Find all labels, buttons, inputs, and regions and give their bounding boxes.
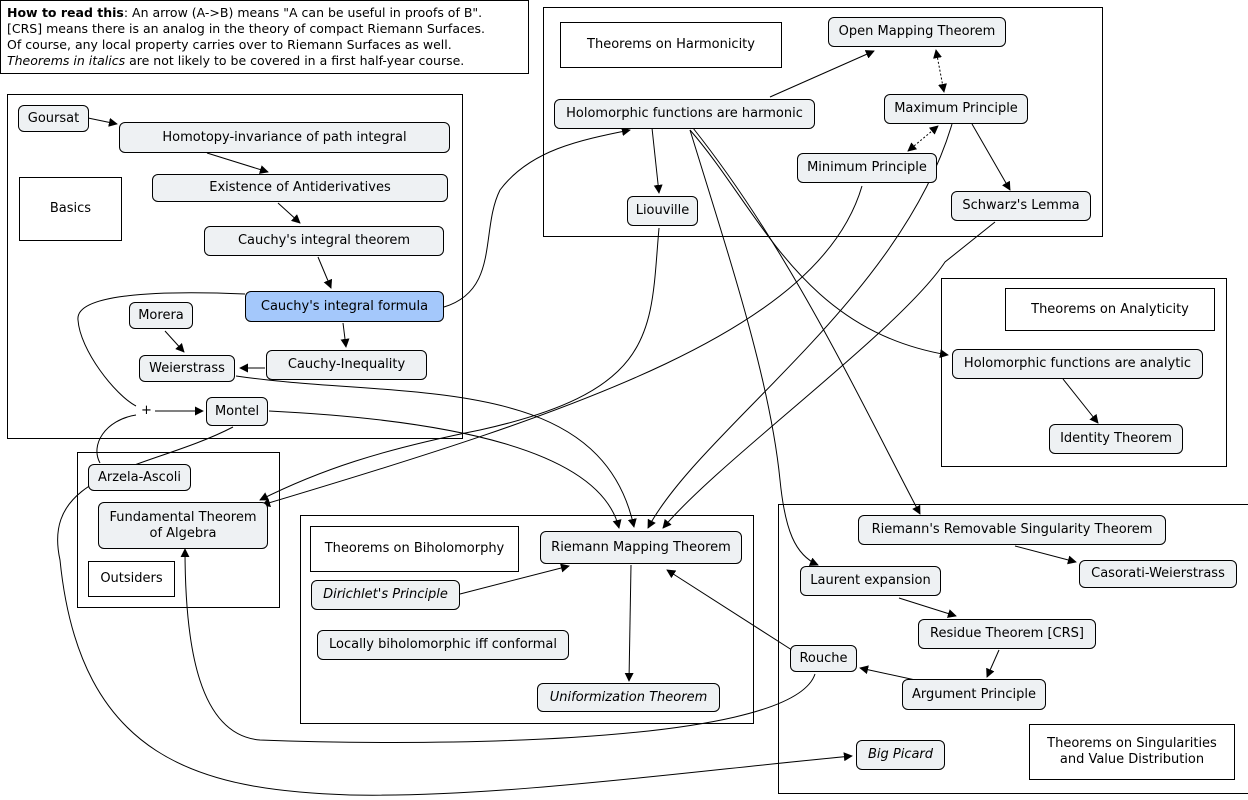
edge-dirichlet-riemannmapping [459,563,570,595]
group-outsiders [77,452,280,608]
node-liouville[interactable]: Liouville [627,196,698,226]
node-cauchy-theorem[interactable]: Cauchy's integral theorem [204,226,444,256]
edge-residue-argument [986,649,1000,678]
edge-minimum-maximum [907,125,939,152]
edge-formula-harmonic [443,127,631,308]
group-label-outsiders: Outsiders [88,561,175,597]
edge-rouche-fta [180,548,816,743]
node-fta[interactable]: Fundamental Theorem of Algebra [98,502,268,549]
edge-homotopy-antiderivatives [206,152,269,174]
edge-cauchyformula-inequality [340,322,350,348]
legend-line2: [CRS] means there is an analog in the th… [7,21,486,36]
node-cauchy-formula[interactable]: Cauchy's integral formula [245,291,444,322]
node-casorati-weierstrass[interactable]: Casorati-Weierstrass [1079,560,1237,588]
edge-arzela-plus [96,414,137,464]
node-open-mapping[interactable]: Open Mapping Theorem [828,17,1006,47]
edge-minimum-fta [261,185,863,507]
edge-riemannmapping-uniformization [624,564,634,682]
edge-rouche-riemannmapping [666,569,796,653]
edge-argument-rouche [859,665,921,682]
edge-harmonic-liouville [651,127,663,194]
node-identity-theorem[interactable]: Identity Theorem [1049,424,1183,454]
edge-antiderivatives-cauchytheorem [277,202,301,224]
node-laurent-expansion[interactable]: Laurent expansion [800,566,941,596]
group-label-singularities: Theorems on Singularities and Value Dist… [1029,724,1235,780]
edge-openmapping-maximum [933,49,947,93]
node-arzela-ascoli[interactable]: Arzela-Ascoli [88,464,191,491]
group-harmonicity [543,7,1103,237]
node-homotopy[interactable]: Homotopy-invariance of path integral [119,122,450,153]
edge-morera-weierstrass [164,330,185,353]
group-singularities [778,504,1248,794]
edge-harmonic-removable [692,127,921,515]
group-label-biholomorphy: Theorems on Biholomorphy [310,526,519,572]
edge-removable-casorati [1014,545,1077,565]
node-morera[interactable]: Morera [129,302,193,329]
edge-laurent-residue [898,597,957,618]
node-dirichlet[interactable]: Dirichlet's Principle [311,580,460,610]
legend: How to read this: An arrow (A->B) means … [0,0,529,74]
group-label-harmonicity: Theorems on Harmonicity [560,22,782,68]
edge-weierstrass-riemannmapping [235,375,637,528]
node-maximum-principle[interactable]: Maximum Principle [884,94,1028,124]
edge-analytic-identity [1062,378,1099,424]
edge-harmonic-analytic [689,129,949,359]
node-holo-harmonic[interactable]: Holomorphic functions are harmonic [554,99,815,129]
node-locally-biholomorphic[interactable]: Locally biholomorphic iff conformal [317,630,569,660]
node-rouche[interactable]: Rouche [790,645,857,672]
group-basics [7,94,463,439]
node-residue-theorem[interactable]: Residue Theorem [CRS] [918,619,1096,649]
node-riemann-mapping[interactable]: Riemann Mapping Theorem [540,531,742,564]
node-goursat[interactable]: Goursat [18,105,89,132]
node-cauchy-inequality[interactable]: Cauchy-Inequality [266,350,427,380]
legend-line3: Of course, any local property carries ov… [7,37,452,52]
edge-harmonic-openmapping [769,50,875,98]
node-montel[interactable]: Montel [206,397,268,426]
legend-line1: : An arrow (A->B) means "A can be useful… [123,5,483,20]
edge-goursat-homotopy [87,117,118,127]
legend-title: How to read this [7,5,124,20]
node-minimum-principle[interactable]: Minimum Principle [797,153,937,183]
node-weierstrass[interactable]: Weierstrass [139,355,235,382]
group-label-analyticity: Theorems on Analyticity [1005,288,1215,331]
node-argument-principle[interactable]: Argument Principle [902,679,1046,710]
group-biholomorphy [300,515,754,724]
edge-montel-riemannmapping [268,410,622,529]
edge-formula-loop-plus [77,292,246,407]
edge-maximum-schwarz [971,123,1011,191]
node-big-picard[interactable]: Big Picard [856,740,945,770]
edge-cauchytheorem-cauchyformula [317,256,333,289]
plus-sign: + [141,403,152,418]
legend-italic: Theorems in italics [7,53,126,68]
node-removable-singularity[interactable]: Riemann's Removable Singularity Theorem [858,515,1166,545]
group-analyticity [941,278,1227,467]
edge-liouville-fta [259,227,660,501]
node-schwarz-lemma[interactable]: Schwarz's Lemma [951,191,1091,221]
node-antiderivatives[interactable]: Existence of Antiderivatives [152,174,448,202]
edge-maximum-riemannmapping [647,123,953,529]
node-holo-analytic[interactable]: Holomorphic functions are analytic [952,349,1203,379]
group-label-basics: Basics [19,177,122,241]
node-uniformization[interactable]: Uniformization Theorem [537,683,720,712]
legend-line4: are not likely to be covered in a first … [125,53,465,68]
edge-schwarz-riemannmapping [662,221,996,529]
